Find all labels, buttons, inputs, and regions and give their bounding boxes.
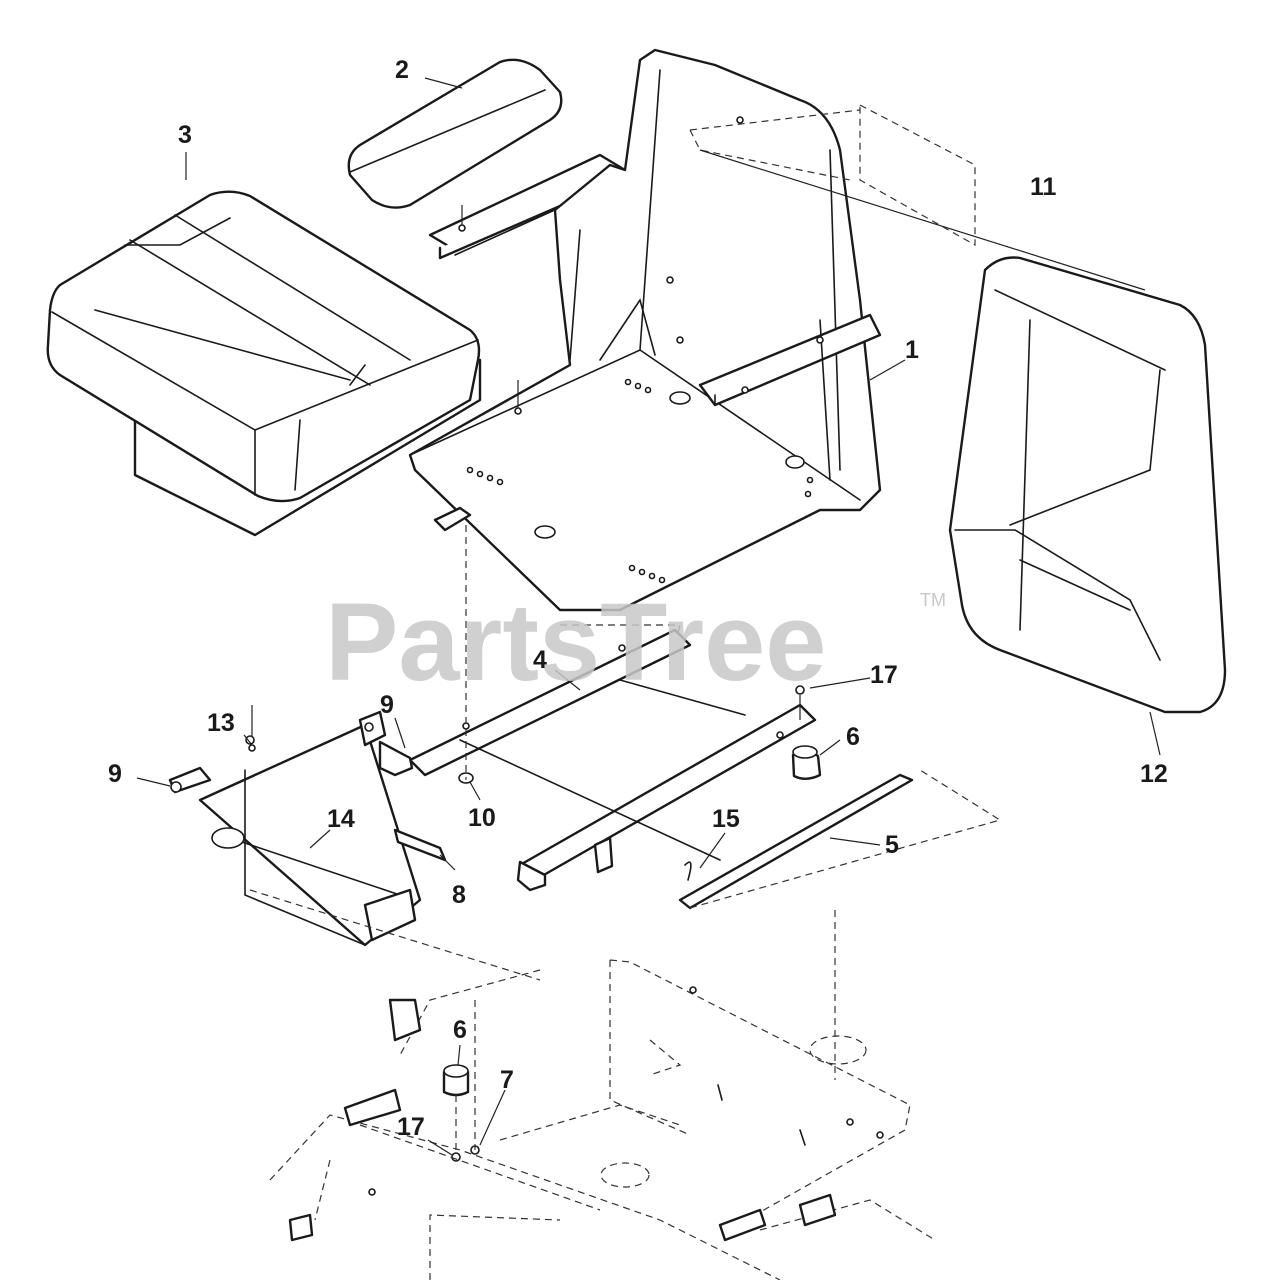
slide-rail [678, 769, 1002, 910]
callout-9-upper: 9 [380, 691, 394, 719]
callout-4: 4 [533, 646, 547, 674]
callout-5: 5 [885, 831, 899, 859]
callout-leaders [136, 77, 1161, 1156]
partstree-watermark: PartsTree TM [325, 581, 946, 704]
armrest-pad [347, 58, 563, 209]
rubber-bumpers [442, 745, 822, 1097]
callout-17-lower: 17 [397, 1113, 425, 1141]
callout-8: 8 [452, 881, 466, 909]
back-pad-outline [689, 104, 1146, 291]
watermark-trademark: TM [920, 590, 946, 610]
callout-6-lower: 6 [453, 1016, 467, 1044]
seat-frame [408, 48, 882, 612]
seat-slide-plate [378, 624, 817, 892]
callout-13: 13 [207, 709, 235, 737]
callout-2: 2 [395, 56, 409, 84]
callout-17-upper: 17 [870, 661, 898, 689]
callout-7: 7 [500, 1066, 514, 1094]
chassis-frame [269, 959, 936, 1280]
callout-numbers: 1 2 3 4 5 6 6 7 8 9 9 10 11 12 13 14 15 … [108, 56, 1168, 1141]
callout-9-lower: 9 [108, 760, 122, 788]
hinge-bracket [168, 705, 422, 947]
callout-3: 3 [178, 121, 192, 149]
back-cushion [948, 256, 1227, 714]
callout-11: 11 [1030, 173, 1057, 201]
callout-12: 12 [1140, 760, 1168, 788]
armrest-bracket [428, 153, 627, 260]
callout-1: 1 [905, 336, 919, 364]
seat-cushion [46, 190, 482, 537]
watermark-text: PartsTree [325, 581, 826, 704]
callout-14: 14 [327, 805, 355, 833]
callout-15: 15 [712, 805, 740, 833]
callout-6-upper: 6 [846, 723, 860, 751]
assembly-lines [249, 525, 836, 1155]
callout-10: 10 [468, 804, 496, 832]
